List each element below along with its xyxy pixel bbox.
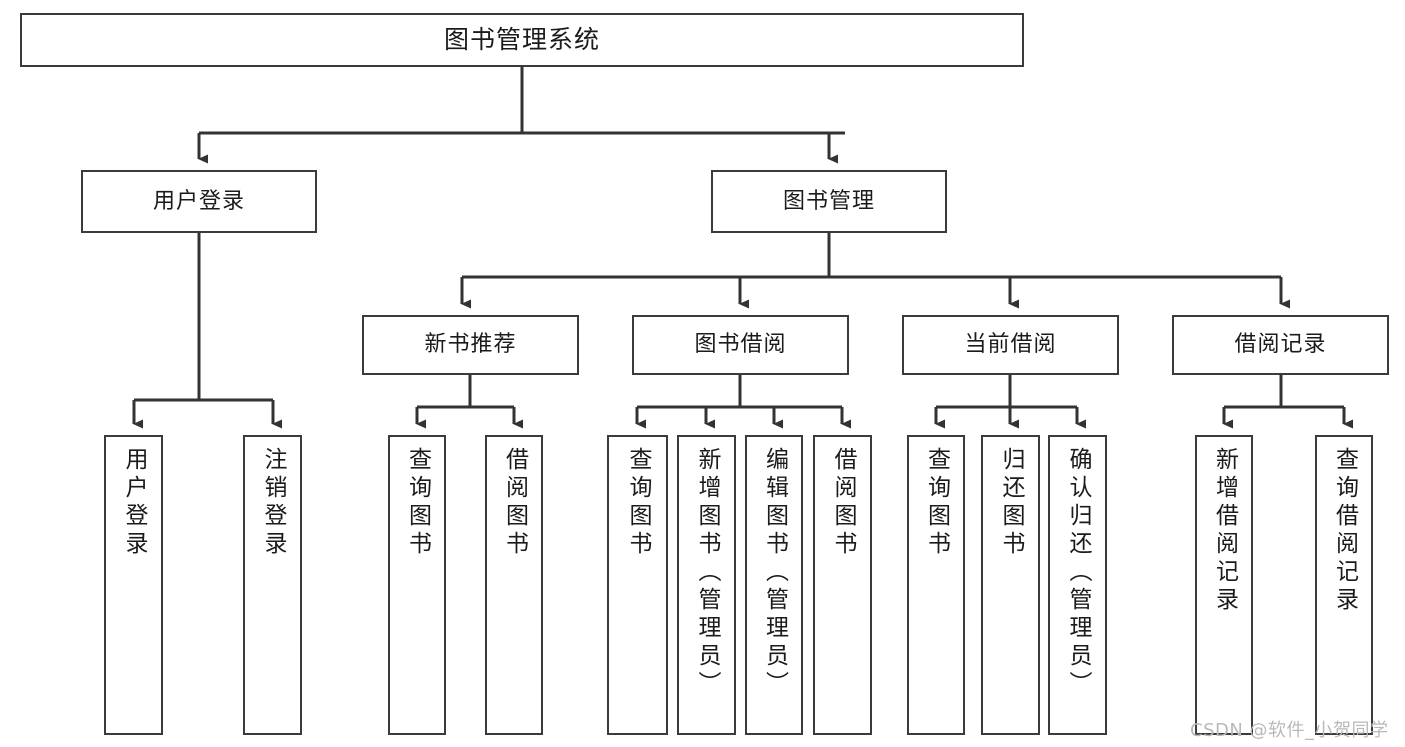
node-level2-3[interactable]: 借阅记录 (1172, 315, 1389, 375)
node-leaf-9-label: 归还图书 (998, 447, 1024, 559)
node-leaf-0[interactable]: 用户登录 (104, 435, 163, 735)
node-leaf-6[interactable]: 编辑图书（管理员） (745, 435, 803, 735)
node-level2-1[interactable]: 图书借阅 (632, 315, 849, 375)
node-level1-0-label: 用户登录 (152, 188, 245, 214)
node-level2-2-label: 当前借阅 (964, 332, 1057, 358)
watermark: CSDN @软件_小贺同学 (1190, 720, 1389, 741)
node-leaf-7[interactable]: 借阅图书 (813, 435, 872, 735)
node-level2-3-label: 借阅记录 (1234, 332, 1327, 358)
node-leaf-10-label: 确认归还（管理员） (1065, 447, 1091, 699)
node-leaf-11-label: 新增借阅记录 (1211, 447, 1238, 615)
node-leaf-3-label: 借阅图书 (501, 447, 528, 559)
node-leaf-1[interactable]: 注销登录 (243, 435, 302, 735)
node-level1-1-label: 图书管理 (782, 188, 875, 214)
node-leaf-5-label: 新增图书（管理员） (694, 447, 720, 699)
node-level1-1[interactable]: 图书管理 (711, 170, 947, 233)
node-leaf-2-label: 查询图书 (404, 447, 431, 559)
node-leaf-12-label: 查询借阅记录 (1331, 447, 1358, 615)
node-leaf-5[interactable]: 新增图书（管理员） (677, 435, 736, 735)
node-leaf-2[interactable]: 查询图书 (388, 435, 446, 735)
node-level2-0[interactable]: 新书推荐 (362, 315, 579, 375)
node-root[interactable]: 图书管理系统 (20, 13, 1024, 67)
node-leaf-12[interactable]: 查询借阅记录 (1315, 435, 1373, 735)
node-level2-1-label: 图书借阅 (694, 332, 787, 358)
node-leaf-1-label: 注销登录 (260, 447, 286, 559)
node-leaf-4[interactable]: 查询图书 (607, 435, 668, 735)
node-leaf-6-label: 编辑图书（管理员） (761, 447, 788, 699)
node-level2-0-label: 新书推荐 (424, 332, 517, 358)
node-leaf-9[interactable]: 归还图书 (981, 435, 1040, 735)
node-level1-0[interactable]: 用户登录 (81, 170, 317, 233)
node-root-label: 图书管理系统 (443, 24, 600, 54)
node-leaf-7-label: 借阅图书 (830, 447, 856, 559)
node-leaf-3[interactable]: 借阅图书 (485, 435, 543, 735)
node-leaf-8-label: 查询图书 (923, 447, 950, 559)
node-leaf-0-label: 用户登录 (121, 447, 147, 559)
node-leaf-10[interactable]: 确认归还（管理员） (1048, 435, 1107, 735)
node-leaf-4-label: 查询图书 (625, 447, 651, 559)
node-leaf-8[interactable]: 查询图书 (907, 435, 965, 735)
node-level2-2[interactable]: 当前借阅 (902, 315, 1119, 375)
node-leaf-11[interactable]: 新增借阅记录 (1195, 435, 1253, 735)
